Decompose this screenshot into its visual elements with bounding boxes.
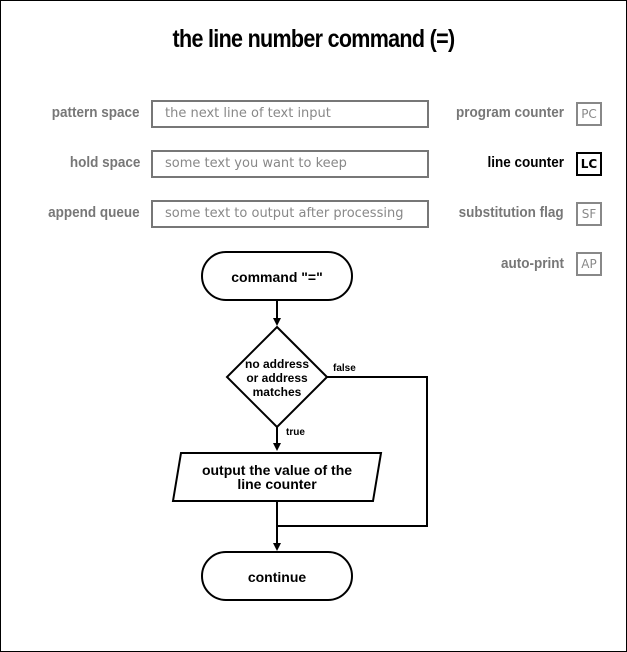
- end-terminator: [201, 551, 353, 601]
- decision-line-1: no address: [245, 357, 309, 371]
- start-label: command "=": [231, 269, 322, 285]
- hold-space-field: some text you want to keep: [151, 150, 429, 178]
- false-label: false: [333, 363, 356, 374]
- false-branch-line: [277, 376, 428, 527]
- line-counter-label: line counter: [487, 154, 564, 171]
- end-label: continue: [248, 569, 307, 585]
- hold-space-label: hold space: [69, 154, 140, 171]
- true-label: true: [286, 427, 305, 438]
- decision-line-3: matches: [253, 385, 302, 399]
- decision-line-2: or address: [246, 371, 308, 385]
- action-line-2: line counter: [237, 476, 317, 492]
- action-line-1: output the value of the: [202, 462, 352, 478]
- substitution-flag-label: substitution flag: [459, 204, 564, 221]
- pattern-space-label: pattern space: [52, 104, 140, 121]
- pattern-space-field: the next line of text input: [151, 100, 429, 128]
- action-parallelogram: [171, 452, 383, 502]
- line-counter-box: LC: [576, 152, 602, 176]
- page-title: the line number command (=): [172, 25, 456, 53]
- substitution-flag-box: SF: [576, 202, 602, 226]
- auto-print-label: auto-print: [501, 255, 564, 272]
- append-queue-label: append queue: [48, 204, 140, 221]
- append-queue-field: some text to output after processing: [151, 200, 429, 228]
- program-counter-box: PC: [576, 102, 602, 126]
- auto-print-box: AP: [576, 252, 602, 276]
- program-counter-label: program counter: [455, 104, 564, 121]
